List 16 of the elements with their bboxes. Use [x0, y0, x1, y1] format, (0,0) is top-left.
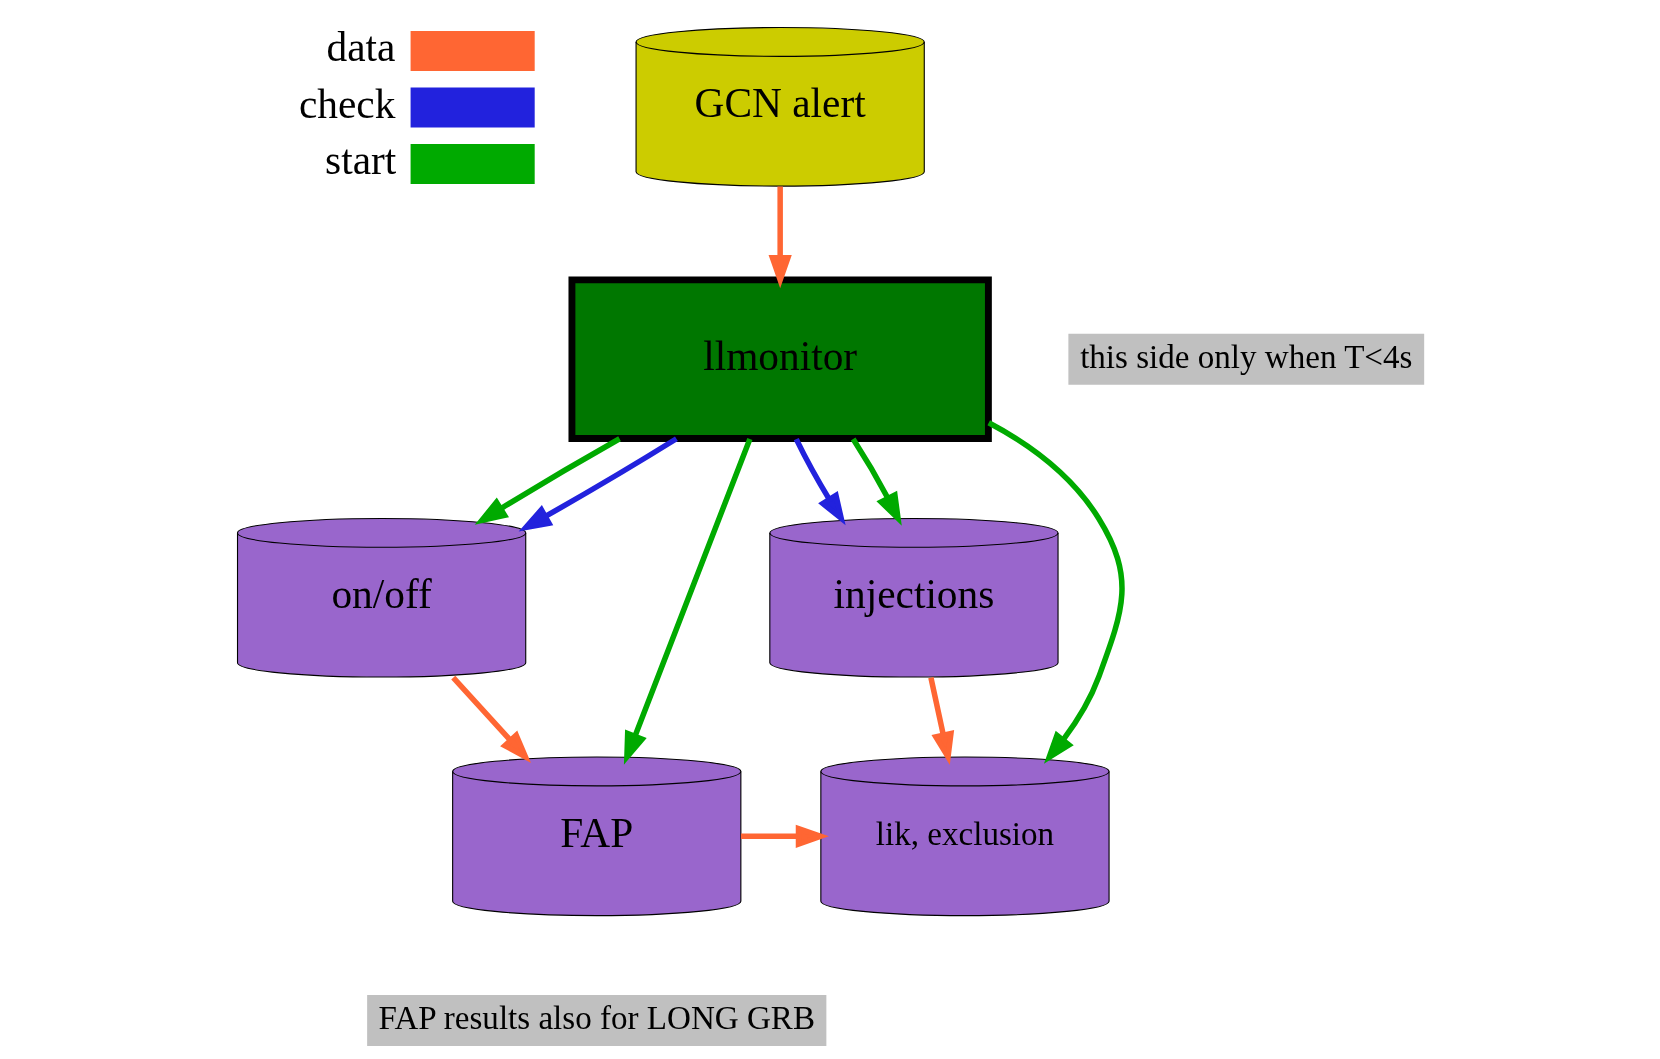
arrow	[623, 437, 752, 765]
node-box: FAP results also for LONG GRB	[366, 994, 826, 1046]
legend-label: check	[298, 80, 395, 127]
arrow	[850, 437, 902, 526]
node-box: llmonitor	[567, 276, 992, 442]
arrow	[518, 436, 678, 532]
arrow	[986, 420, 1125, 764]
arrow	[927, 677, 954, 765]
arrow	[450, 675, 531, 763]
legend-label: data	[325, 24, 395, 71]
arrow	[740, 824, 829, 848]
arrow	[768, 186, 792, 289]
legend-label: start	[324, 137, 396, 184]
arrow	[474, 436, 621, 525]
arrow	[793, 437, 846, 526]
node-box: this side only when T<4s	[1067, 333, 1424, 385]
